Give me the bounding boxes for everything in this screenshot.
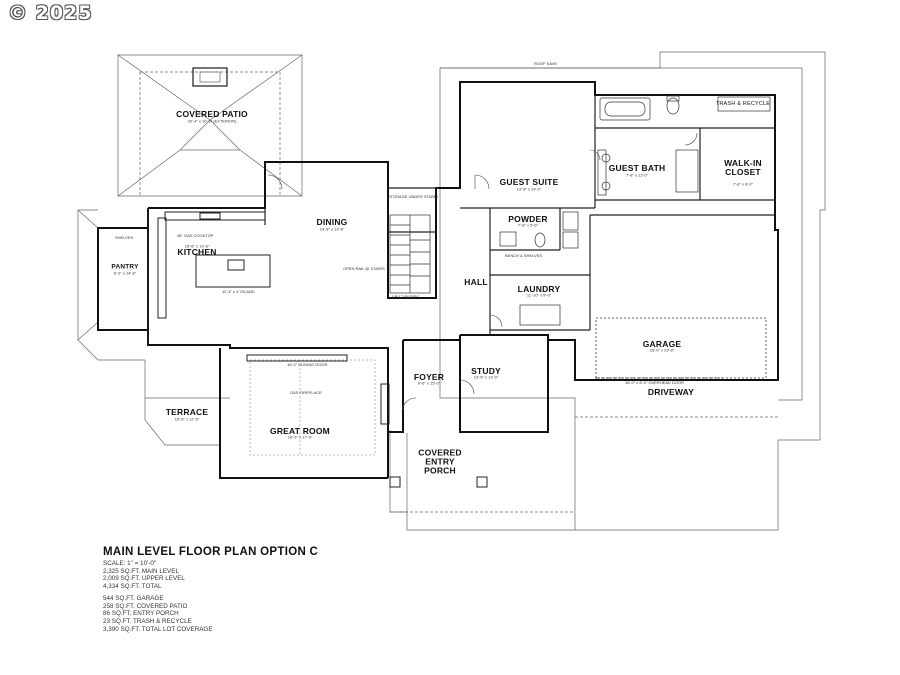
title-block: MAIN LEVEL FLOOR PLAN OPTION C SCALE: 1"… bbox=[103, 546, 403, 633]
room-guest-suite: GUEST SUITE bbox=[499, 177, 559, 187]
room-study-dim: 13'-6" x 12'-0" bbox=[473, 374, 499, 380]
room-foyer-dim: 9'-6" x 15'-0" bbox=[417, 380, 441, 386]
roof-eave-note: ROOF EAVE bbox=[534, 61, 558, 66]
storage-under-stairs-note: STORAGE UNDER STAIRS bbox=[388, 194, 439, 199]
room-laundry-dim: 11'-10" x 9'-0" bbox=[526, 292, 552, 298]
copyright-watermark: © 2025 bbox=[8, 2, 93, 24]
room-terrace-dim: 15'-8" x 12'-6" bbox=[174, 416, 200, 422]
room-study: STUDY bbox=[471, 366, 501, 376]
area-entry-porch: 86 SQ.FT. ENTRY PORCH bbox=[103, 610, 179, 618]
driveway-label: DRIVEWAY bbox=[647, 387, 695, 397]
room-guest-bath-dim: 7'-8" x 11'-0" bbox=[625, 172, 649, 178]
dashed-guides bbox=[249, 359, 376, 456]
room-pantry-dim: 6'-2" x 14'-8" bbox=[113, 270, 137, 276]
shelves-note: SHELVES bbox=[115, 235, 134, 240]
sliding-door-note: 16'-0" SLIDING DOOR bbox=[287, 362, 328, 367]
room-guest-suite-dim: 13'-8" x 14'-0" bbox=[516, 186, 542, 192]
door-swings bbox=[267, 132, 698, 413]
area-covered-patio: 258 SQ.FT. COVERED PATIO bbox=[103, 602, 188, 610]
cooktop-note: 48" GAS COOKTOP bbox=[177, 233, 214, 238]
room-pantry: PANTRY bbox=[111, 263, 139, 271]
garage-door bbox=[595, 317, 767, 379]
room-kitchen: KITCHEN bbox=[177, 247, 217, 257]
room-laundry: LAUNDRY bbox=[517, 284, 561, 294]
area-total: 4,334 SQ.FT. TOTAL bbox=[103, 583, 162, 591]
plan-title: MAIN LEVEL FLOOR PLAN OPTION C bbox=[103, 546, 319, 558]
room-hall: HALL bbox=[464, 277, 488, 287]
stairs bbox=[389, 214, 431, 294]
room-great-room-dim: 19'-6" x 17'-0" bbox=[287, 434, 313, 440]
overhead-door-note: 16'-0" x 8'-0" OVERHEAD DOOR bbox=[625, 380, 685, 385]
bench-shelves-note: BENCH & SHELVES bbox=[505, 253, 543, 258]
room-terrace: TERRACE bbox=[165, 407, 209, 417]
room-garage: GARAGE bbox=[642, 339, 682, 349]
room-great-room: GREAT ROOM bbox=[270, 426, 330, 436]
area-upper-level: 2,009 SQ.FT. UPPER LEVEL bbox=[103, 575, 185, 583]
room-dining-dim: 14'-8" x 13'-6" bbox=[319, 226, 345, 232]
room-covered-patio-dim: 20'-4" x 10'-6" (EXTERIOR) bbox=[187, 118, 237, 124]
exterior-walls bbox=[97, 81, 779, 479]
room-covered-patio: COVERED PATIO bbox=[176, 109, 248, 119]
bath-fixtures bbox=[499, 95, 771, 326]
covered-patio-roof bbox=[117, 54, 303, 197]
fireplace-note: GAS FIREPLACE bbox=[290, 390, 322, 395]
garage-roof-outline bbox=[439, 51, 826, 531]
kitchen-island bbox=[157, 211, 271, 319]
room-kitchen-dim: 15'-6" x 13'-6" bbox=[184, 243, 210, 249]
area-garage: 544 SQ.FT. GARAGE bbox=[103, 594, 164, 602]
room-powder: POWDER bbox=[508, 214, 548, 224]
up-stairs-note: UP 17 RISERS bbox=[392, 294, 420, 299]
plan-scale: SCALE: 1" = 10'-0" bbox=[103, 560, 157, 567]
room-powder-dim: 7'-8" x 5'-6" bbox=[517, 222, 539, 228]
fireplace bbox=[246, 354, 390, 425]
room-dining: DINING bbox=[316, 217, 348, 227]
interior-walls bbox=[147, 95, 775, 345]
room-foyer: FOYER bbox=[413, 372, 445, 382]
room-garage-dim: 23'-0" x 23'-8" bbox=[649, 347, 675, 353]
room-walk-in-closet-dim: 7'-8" x 8'-0" bbox=[732, 181, 754, 187]
room-trash-recycle: TRASH & RECYCLE bbox=[715, 101, 771, 107]
room-guest-bath: GUEST BATH bbox=[608, 163, 666, 173]
porch-posts bbox=[389, 476, 488, 488]
area-trash-recycle: 23 SQ.FT. TRASH & RECYCLE bbox=[103, 617, 192, 625]
terrace-outline bbox=[144, 360, 230, 446]
porch-roof-outline bbox=[389, 430, 575, 531]
pantry-roof-outline bbox=[77, 209, 145, 361]
room-covered-entry-porch: COVERED ENTRY PORCH bbox=[418, 447, 462, 476]
area-main-level: 2,325 SQ.FT. MAIN LEVEL bbox=[103, 567, 179, 575]
open-rail-note: OPEN RAIL @ STAIRS bbox=[343, 266, 385, 271]
island-note: 11'-4" x 4' ISLAND bbox=[222, 289, 255, 294]
room-walk-in-closet: WALK-IN CLOSET bbox=[724, 158, 762, 177]
area-lot-coverage: 3,390 SQ.FT. TOTAL LOT COVERAGE bbox=[103, 625, 213, 633]
